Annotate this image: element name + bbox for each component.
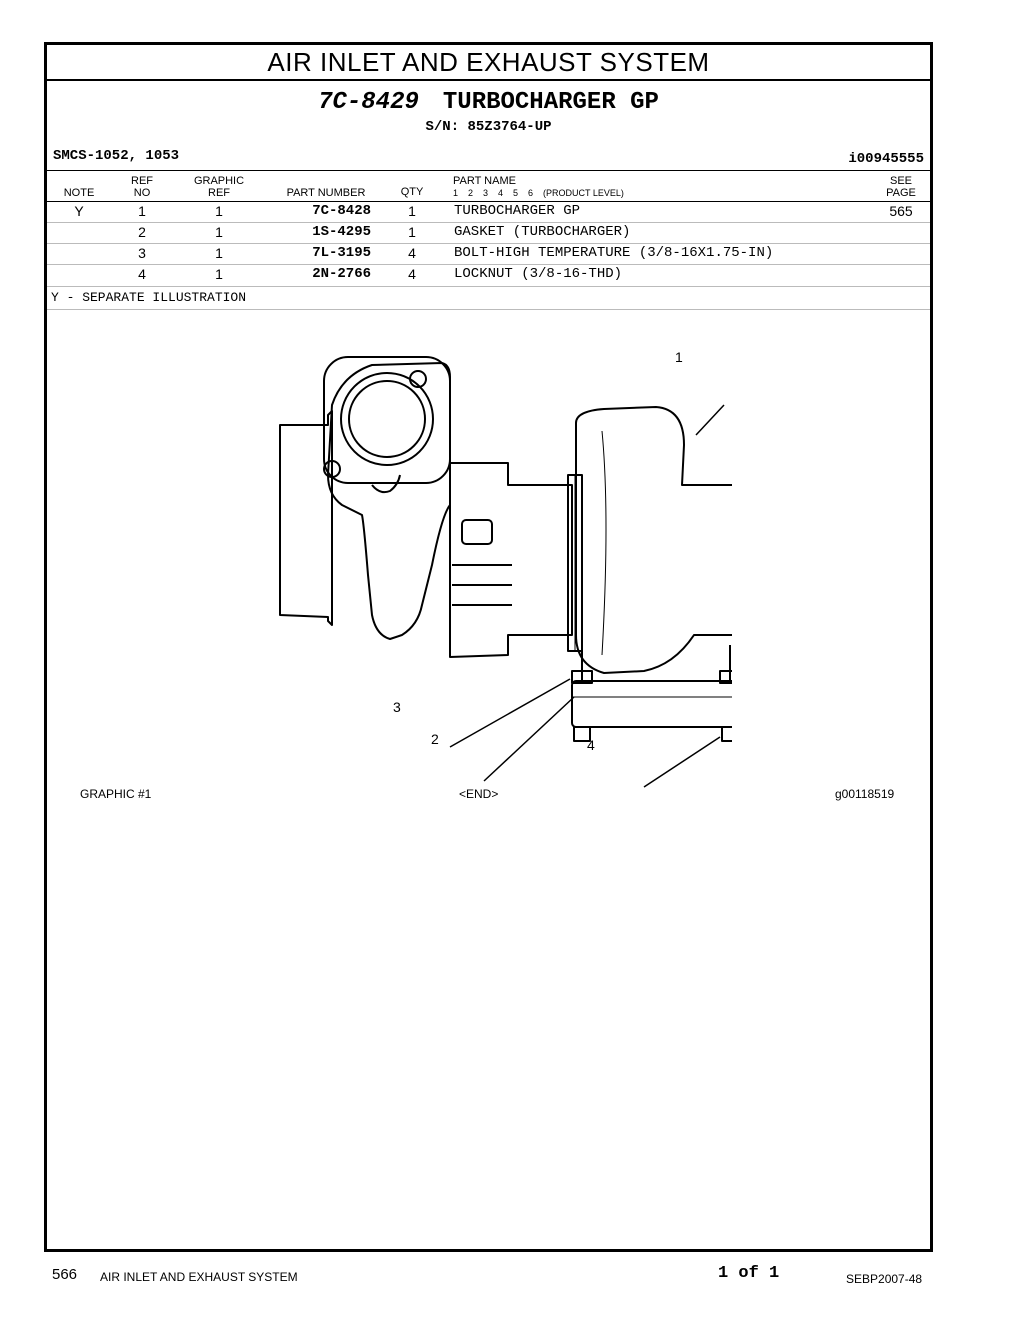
document-id: SEBP2007-48 — [846, 1272, 923, 1286]
graphic-end-marker: <END> — [459, 787, 499, 801]
leader-line-4 — [643, 736, 721, 788]
page-number: 566 — [52, 1266, 78, 1283]
col-ref-no-line2: NO — [133, 187, 151, 199]
callout-3: 3 — [393, 699, 401, 715]
serial-number-range: S/N: 85Z3764-UP — [425, 119, 552, 135]
footer-section: AIR INLET AND EXHAUST SYSTEM — [100, 1270, 298, 1284]
col-part-name-line1: PART NAME — [453, 175, 516, 187]
row-qty: 1 — [408, 203, 416, 219]
leader-line-2 — [483, 696, 575, 782]
center-housing — [449, 462, 573, 658]
row-part-name: TURBOCHARGER GP — [454, 203, 581, 219]
row-part-name: LOCKNUT (3/8-16-THD) — [454, 266, 623, 282]
callout-1: 1 — [675, 349, 683, 365]
col-see-page-line2: PAGE — [886, 187, 916, 199]
graphic-id: g00118519 — [835, 787, 895, 801]
row-divider — [47, 222, 930, 223]
header-divider — [47, 170, 930, 171]
row-part-number: 7C-8428 — [312, 203, 371, 219]
row-divider — [47, 264, 930, 265]
turbine-housing-back — [279, 410, 333, 626]
col-note: NOTE — [63, 187, 95, 199]
page-of: 1 of 1 — [718, 1264, 780, 1283]
callout-2: 2 — [431, 731, 439, 747]
row-divider — [47, 286, 930, 287]
row-graphic-ref: 1 — [215, 203, 223, 219]
row-ref-no: 4 — [138, 266, 146, 282]
column-header-divider — [47, 201, 930, 202]
footnote: Y - SEPARATE ILLUSTRATION — [51, 290, 247, 305]
row-divider — [47, 243, 930, 244]
col-ref-no-line1: REF — [131, 175, 153, 187]
leader-line-3 — [449, 678, 571, 748]
bolt-head — [571, 670, 593, 684]
illustration-id: i00945555 — [848, 151, 924, 167]
row-see-page: 565 — [889, 203, 913, 219]
row-graphic-ref: 1 — [215, 266, 223, 282]
mounting-flange — [571, 680, 732, 728]
row-part-name: BOLT-HIGH TEMPERATURE (3/8-16X1.75-IN) — [454, 245, 774, 261]
row-qty: 4 — [408, 266, 416, 282]
col-graphic-ref-line2: REF — [208, 187, 230, 199]
compressor-housing — [575, 406, 732, 674]
col-graphic-ref-line1: GRAPHIC — [193, 175, 245, 187]
inlet-port-outer — [340, 372, 434, 466]
footnote-divider — [47, 309, 930, 310]
group-part-number: 7C-8429 — [318, 89, 419, 116]
graphic-label: GRAPHIC #1 — [80, 787, 152, 801]
section-title: AIR INLET AND EXHAUST SYSTEM — [47, 45, 930, 81]
row-part-number: 7L-3195 — [312, 245, 371, 261]
col-part-number: PART NUMBER — [286, 187, 366, 199]
group-name: TURBOCHARGER GP — [442, 89, 659, 116]
row-graphic-ref: 1 — [215, 245, 223, 261]
smcs-code: SMCS-1052, 1053 — [53, 148, 180, 164]
inlet-flange — [323, 356, 451, 484]
row-ref-no: 1 — [138, 203, 146, 219]
turbine-scroll — [327, 362, 451, 640]
row-ref-no: 2 — [138, 224, 146, 240]
col-qty: QTY — [400, 186, 424, 198]
flange-lobe — [371, 474, 401, 494]
flange-hole-icon — [323, 460, 341, 478]
row-part-number: 1S-4295 — [312, 224, 371, 240]
callout-4: 4 — [587, 737, 595, 753]
row-ref-no: 3 — [138, 245, 146, 261]
row-qty: 4 — [408, 245, 416, 261]
compressor-contour — [601, 430, 607, 656]
row-graphic-ref: 1 — [215, 224, 223, 240]
row-part-number: 2N-2766 — [312, 266, 371, 282]
leader-line-1 — [695, 404, 725, 436]
col-ref-no: REF NO — [127, 175, 157, 199]
col-see-page: SEE PAGE — [881, 175, 921, 199]
locknut — [573, 726, 591, 742]
col-see-page-line1: SEE — [889, 175, 912, 187]
row-note: Y — [74, 203, 84, 219]
col-part-name: PART NAME 1 2 3 4 5 6 (PRODUCT LEVEL) — [453, 175, 753, 199]
bolt-head — [719, 670, 732, 684]
group-title: 7C-8429 TURBOCHARGER GP — [47, 89, 930, 116]
oil-port — [461, 519, 493, 545]
row-qty: 1 — [408, 224, 416, 240]
inlet-port-inner — [348, 380, 426, 458]
row-part-name: GASKET (TURBOCHARGER) — [454, 224, 631, 240]
col-graphic-ref: GRAPHIC REF — [187, 175, 251, 199]
turbocharger-illustration — [279, 356, 732, 788]
locknut — [721, 726, 732, 742]
col-product-levels: 1 2 3 4 5 6 (PRODUCT LEVEL) — [453, 188, 624, 198]
